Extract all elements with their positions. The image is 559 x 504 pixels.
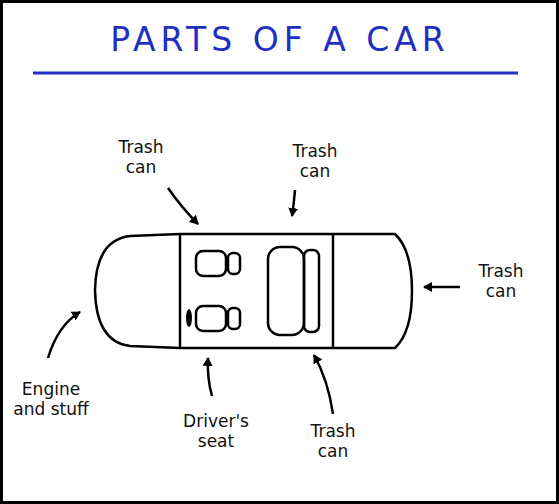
leader-arrows (48, 188, 460, 414)
part-label: Trash can (466, 262, 536, 301)
car-body (95, 234, 412, 348)
part-label: Driver's seat (172, 412, 260, 451)
part-label: Trash can (108, 138, 174, 177)
title-underline (33, 72, 518, 75)
page-title: PARTS OF A CAR (40, 20, 520, 59)
part-label: Engine and stuff (8, 380, 94, 419)
steering-wheel (186, 309, 192, 327)
part-label: Trash can (298, 422, 368, 461)
part-label: Trash can (282, 142, 348, 181)
